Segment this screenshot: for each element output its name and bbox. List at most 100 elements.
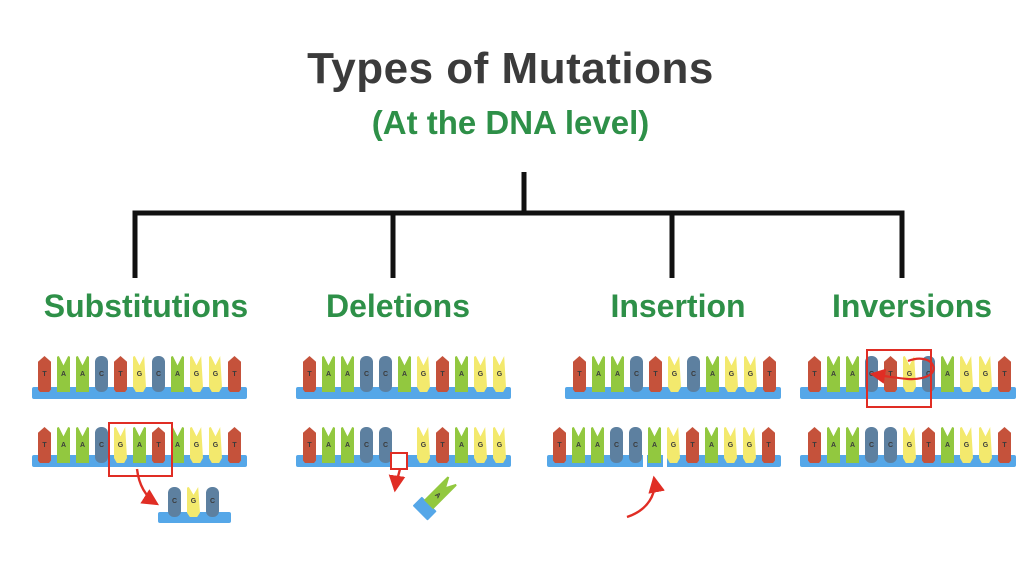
nucleotide-letter: G: [906, 442, 913, 449]
nucleotide-letter: T: [307, 371, 312, 378]
nucleotide-A: A: [341, 427, 354, 463]
nucleotide-letter: C: [690, 371, 697, 378]
branch-label-deletions: Deletions: [325, 288, 471, 324]
nucleotide-T: T: [998, 427, 1011, 463]
nucleotide-letter: C: [98, 442, 105, 449]
nucleotide-letter: T: [926, 442, 931, 449]
nucleotide-A: A: [455, 356, 468, 392]
nucleotide-G: G: [744, 356, 757, 392]
nucleotide-T: T: [152, 427, 165, 463]
nucleotide-letter: G: [496, 371, 503, 378]
nucleotide-letter: T: [812, 442, 817, 449]
nucleotide-G: G: [960, 356, 973, 392]
nucleotide-G: G: [667, 427, 680, 463]
nucleotide-letter: C: [155, 371, 162, 378]
nucleotide-letter: T: [42, 371, 47, 378]
nucleotide-letter: C: [363, 442, 370, 449]
nucleotide-T: T: [808, 356, 821, 392]
nucleotide-letter: G: [212, 442, 219, 449]
nucleotide-letter: G: [963, 442, 970, 449]
nucleotide-letter: G: [982, 442, 989, 449]
nucleotide-letter: C: [363, 371, 370, 378]
nucleotide-letter: C: [382, 371, 389, 378]
nucleotide-A: A: [57, 356, 70, 392]
nucleotide-G: G: [133, 356, 146, 392]
nucleotide-letter: G: [420, 442, 427, 449]
nucleotide-letter: C: [868, 442, 875, 449]
nucleotide-letter: A: [325, 442, 332, 449]
nucleotide-letter: T: [118, 371, 123, 378]
nucleotide-letter: T: [1002, 371, 1007, 378]
nucleotide-G: G: [209, 356, 222, 392]
nucleotide-A: A: [398, 356, 411, 392]
nucleotide-letter: A: [944, 371, 951, 378]
nucleotide-G: G: [725, 356, 738, 392]
nucleotide-letter: A: [60, 371, 67, 378]
nucleotide-letter: G: [117, 442, 124, 449]
nucleotide-letter: T: [690, 442, 695, 449]
nucleotide-letter: G: [727, 442, 734, 449]
nucleotide-letter: A: [79, 442, 86, 449]
nucleotide-A: A: [341, 356, 354, 392]
nucleotide-letter: A: [79, 371, 86, 378]
nucleotide-C: C: [360, 356, 373, 392]
nucleotide-letter: T: [557, 442, 562, 449]
branch-label-substitutions: Substitutions: [43, 288, 249, 324]
nucleotide-letter: A: [458, 442, 465, 449]
nucleotide-T: T: [114, 356, 127, 392]
nucleotide-A: A: [76, 427, 89, 463]
nucleotide-T: T: [436, 427, 449, 463]
nucleotide-T: T: [38, 356, 51, 392]
nucleotide-A: A: [133, 427, 146, 463]
nucleotide-letter: G: [477, 442, 484, 449]
nucleotide-A: A: [171, 356, 184, 392]
nucleotide-letter: A: [458, 371, 465, 378]
nucleotide-letter: A: [830, 371, 837, 378]
nucleotide-T: T: [436, 356, 449, 392]
nucleotide-letter: C: [382, 442, 389, 449]
nucleotide-C: C: [95, 356, 108, 392]
nucleotide-letter: G: [963, 371, 970, 378]
nucleotide-A: A: [572, 427, 585, 463]
nucleotide-letter: G: [420, 371, 427, 378]
nucleotide-letter: A: [174, 442, 181, 449]
nucleotide-letter: A: [595, 371, 602, 378]
nucleotide-T: T: [303, 356, 316, 392]
nucleotide-C: C: [168, 487, 181, 517]
nucleotide-T: T: [763, 356, 776, 392]
nucleotide-letter: T: [653, 371, 658, 378]
nucleotide-letter: G: [670, 442, 677, 449]
nucleotide-letter: G: [193, 371, 200, 378]
nucleotide-letter: T: [232, 371, 237, 378]
nucleotide-A: A: [57, 427, 70, 463]
nucleotide-G: G: [417, 356, 430, 392]
nucleotide-T: T: [303, 427, 316, 463]
nucleotide-C: C: [379, 356, 392, 392]
nucleotide-T: T: [686, 427, 699, 463]
nucleotide-A: A: [648, 427, 661, 463]
nucleotide-letter: G: [728, 371, 735, 378]
nucleotide-C: C: [206, 487, 219, 517]
nucleotide-G: G: [474, 427, 487, 463]
nucleotide-letter: A: [60, 442, 67, 449]
nucleotide-letter: C: [209, 498, 216, 505]
nucleotide-letter: T: [766, 442, 771, 449]
nucleotide-A: A: [171, 427, 184, 463]
nucleotide-C: C: [360, 427, 373, 463]
nucleotide-letter: A: [136, 442, 143, 449]
nucleotide-letter: A: [401, 371, 408, 378]
nucleotide-letter: G: [671, 371, 678, 378]
nucleotide-letter: A: [849, 371, 856, 378]
nucleotide-A: A: [322, 427, 335, 463]
nucleotide-letter: G: [190, 498, 197, 505]
nucleotide-letter: A: [614, 371, 621, 378]
nucleotide-C: C: [610, 427, 623, 463]
nucleotide-G: G: [417, 427, 430, 463]
